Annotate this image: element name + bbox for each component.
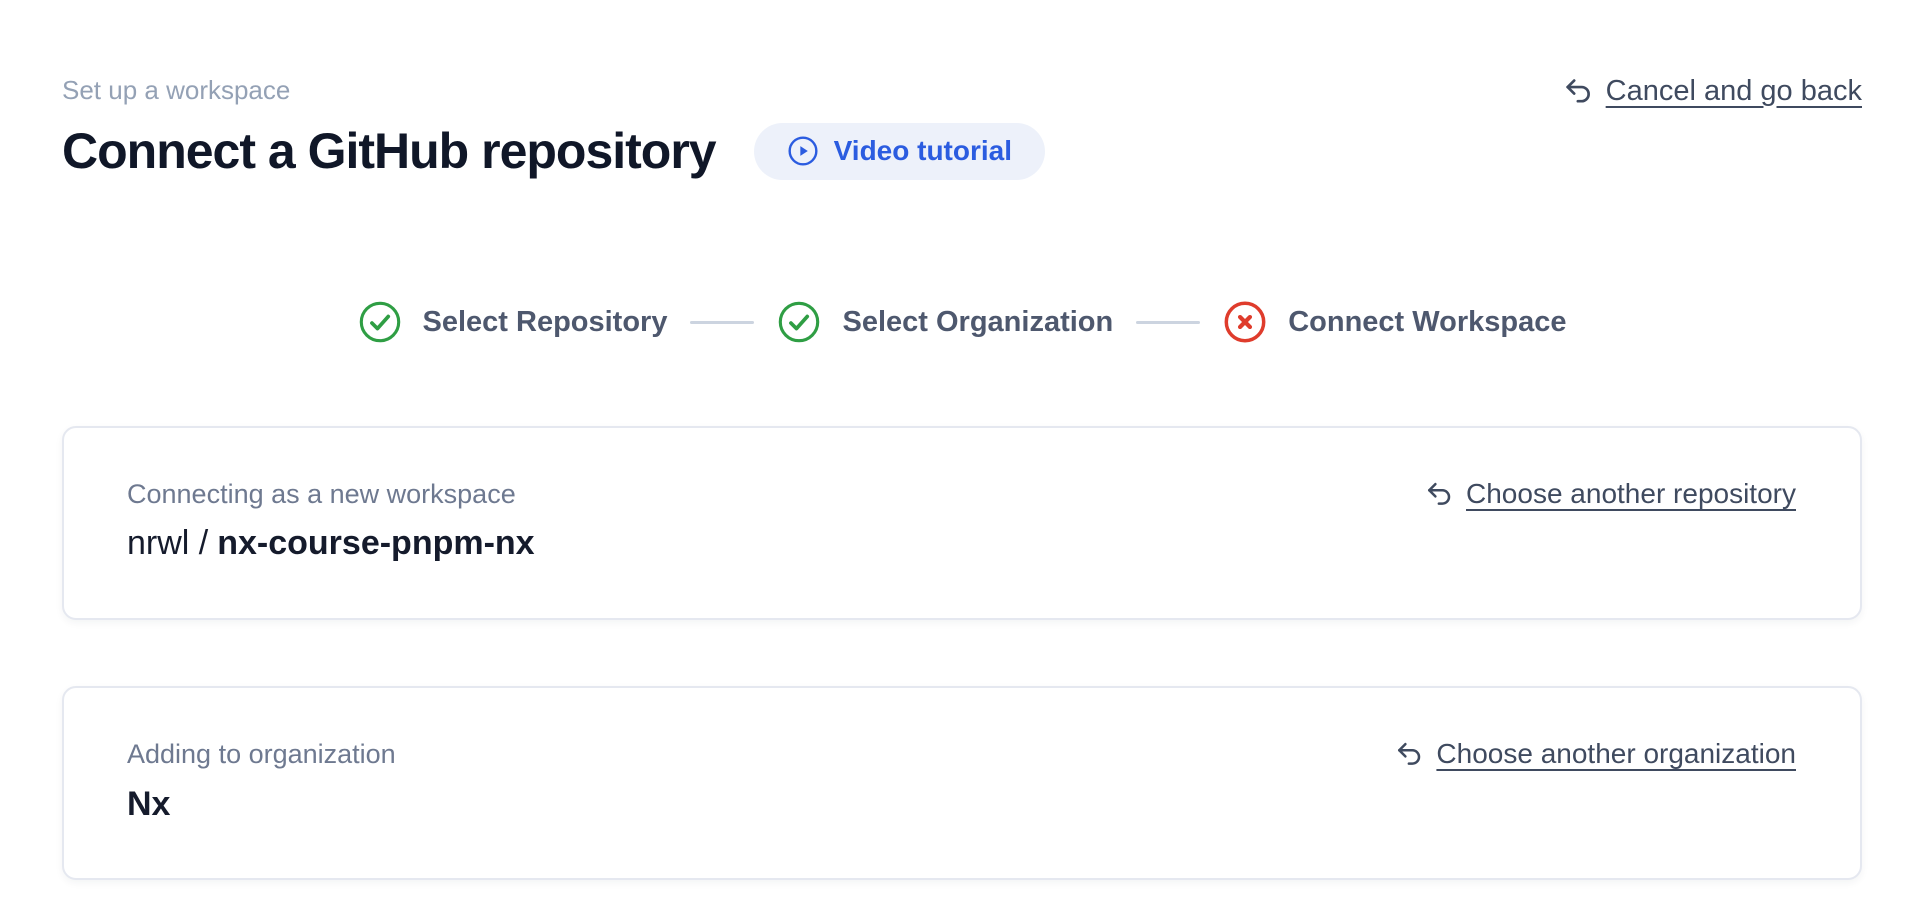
undo-arrow-icon xyxy=(1393,738,1425,770)
organization-card: Adding to organization Nx Choose another… xyxy=(62,686,1862,881)
choose-another-organization-link[interactable]: Choose another organization xyxy=(1393,738,1796,770)
stepper-connector xyxy=(690,320,755,324)
repository-card-label: Connecting as a new workspace xyxy=(127,479,516,509)
check-circle-icon xyxy=(358,300,402,344)
step-select-repository: Select Repository xyxy=(358,300,668,344)
undo-arrow-icon xyxy=(1561,74,1595,108)
repository-name: nx-course-pnpm-nx xyxy=(217,524,535,563)
page-title: Connect a GitHub repository xyxy=(62,123,717,179)
step-select-organization: Select Organization xyxy=(777,300,1113,344)
step-label: Connect Workspace xyxy=(1288,305,1567,338)
top-row: Set up a workspace Cancel and go back xyxy=(62,74,1862,108)
organization-card-label: Adding to organization xyxy=(127,739,396,770)
video-tutorial-button[interactable]: Video tutorial xyxy=(753,122,1046,180)
step-label: Select Repository xyxy=(422,305,668,338)
choose-another-organization-label: Choose another organization xyxy=(1436,738,1796,770)
step-connect-workspace: Connect Workspace xyxy=(1223,300,1566,344)
repository-full-name: nrwl /nx-course-pnpm-nx xyxy=(127,523,535,564)
title-row: Connect a GitHub repository Video tutori… xyxy=(62,122,1862,180)
check-circle-icon xyxy=(777,300,821,344)
progress-stepper: Select Repository Select Organization Co… xyxy=(62,300,1862,344)
eyebrow-label: Set up a workspace xyxy=(62,75,291,106)
choose-another-repository-link[interactable]: Choose another repository xyxy=(1423,478,1796,510)
organization-name: Nx xyxy=(127,784,171,823)
cancel-link-label: Cancel and go back xyxy=(1605,74,1862,107)
repository-owner: nrwl / xyxy=(127,524,209,563)
play-circle-icon xyxy=(787,135,819,167)
repository-card-info: Connecting as a new workspace nrwl /nx-c… xyxy=(127,478,535,564)
choose-another-repository-label: Choose another repository xyxy=(1466,478,1796,509)
organization-card-info: Adding to organization Nx xyxy=(127,738,396,824)
step-label: Select Organization xyxy=(842,305,1114,338)
cancel-and-go-back-link[interactable]: Cancel and go back xyxy=(1561,74,1862,108)
stepper-connector xyxy=(1136,320,1201,324)
repository-card: Connecting as a new workspace nrwl /nx-c… xyxy=(62,426,1862,621)
x-circle-icon xyxy=(1223,300,1267,344)
video-tutorial-label: Video tutorial xyxy=(833,135,1013,166)
undo-arrow-icon xyxy=(1423,478,1455,510)
